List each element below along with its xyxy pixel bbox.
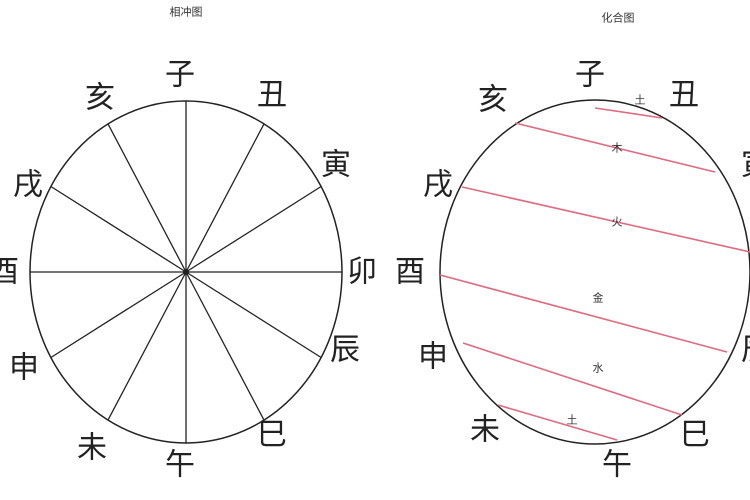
line-you-chen (439, 274, 728, 353)
spoke-8 (107, 271, 187, 421)
spoke-5 (185, 271, 322, 359)
branch-chou: 丑 (257, 78, 287, 113)
branch-si: 巳 (257, 418, 287, 453)
branch-shen: 申 (9, 351, 39, 386)
branch-zi-r: 子 (575, 58, 605, 93)
branch-hai: 亥 (85, 81, 115, 116)
clash-diagram-title: 相冲图 (170, 5, 203, 19)
branch-si-r: 巳 (680, 418, 710, 453)
branch-xu: 戌 (13, 168, 43, 203)
line-hai-yin (514, 122, 716, 173)
branch-you: 酉 (0, 255, 19, 290)
branch-wu: 午 (165, 448, 195, 483)
spoke-2 (185, 123, 265, 273)
branch-wei: 未 (77, 431, 107, 466)
branch-shen-r: 申 (418, 340, 448, 375)
clash-diagram: 相冲图 子 丑 寅 卯 辰 巳 午 未 申 酉 戌 亥 (0, 5, 377, 483)
combination-diagram: 化合图 土 木 火 金 水 土 子 丑 寅 卯 辰 巳 午 未 申 酉 戌 亥 (395, 11, 750, 483)
spoke-12 (107, 123, 187, 273)
branch-yin-r: 寅 (741, 148, 750, 183)
element-water: 水 (593, 362, 604, 375)
clash-spokes (30, 101, 342, 443)
spoke-9 (50, 271, 187, 359)
element-earth-1: 土 (635, 94, 646, 107)
branch-chen-r: 辰 (741, 333, 750, 368)
branch-zi: 子 (165, 58, 195, 93)
spoke-3 (185, 185, 322, 273)
line-shen-si (462, 342, 683, 416)
branch-yin: 寅 (321, 148, 351, 183)
element-metal: 金 (593, 291, 604, 305)
spoke-11 (50, 185, 187, 273)
line-wei-wu (497, 404, 618, 441)
center-dot (183, 269, 189, 275)
element-wood: 木 (612, 142, 623, 155)
branch-mao: 卯 (347, 255, 377, 290)
element-fire: 火 (612, 216, 623, 229)
branch-hai-r: 亥 (478, 83, 508, 118)
branch-chou-r: 丑 (669, 78, 699, 113)
line-zi-chou (594, 107, 663, 119)
combination-diagram-title: 化合图 (602, 11, 635, 25)
branch-you-r: 酉 (395, 255, 425, 290)
spoke-6 (185, 271, 265, 421)
branch-chen: 辰 (330, 333, 360, 368)
line-xu-mao (461, 186, 750, 253)
combination-circle (439, 99, 750, 445)
branch-xu-r: 戌 (423, 168, 453, 203)
branch-wei-r: 未 (470, 413, 500, 448)
element-earth-2: 土 (567, 414, 578, 427)
combination-lines (439, 107, 750, 441)
branch-wu-r: 午 (602, 448, 632, 483)
